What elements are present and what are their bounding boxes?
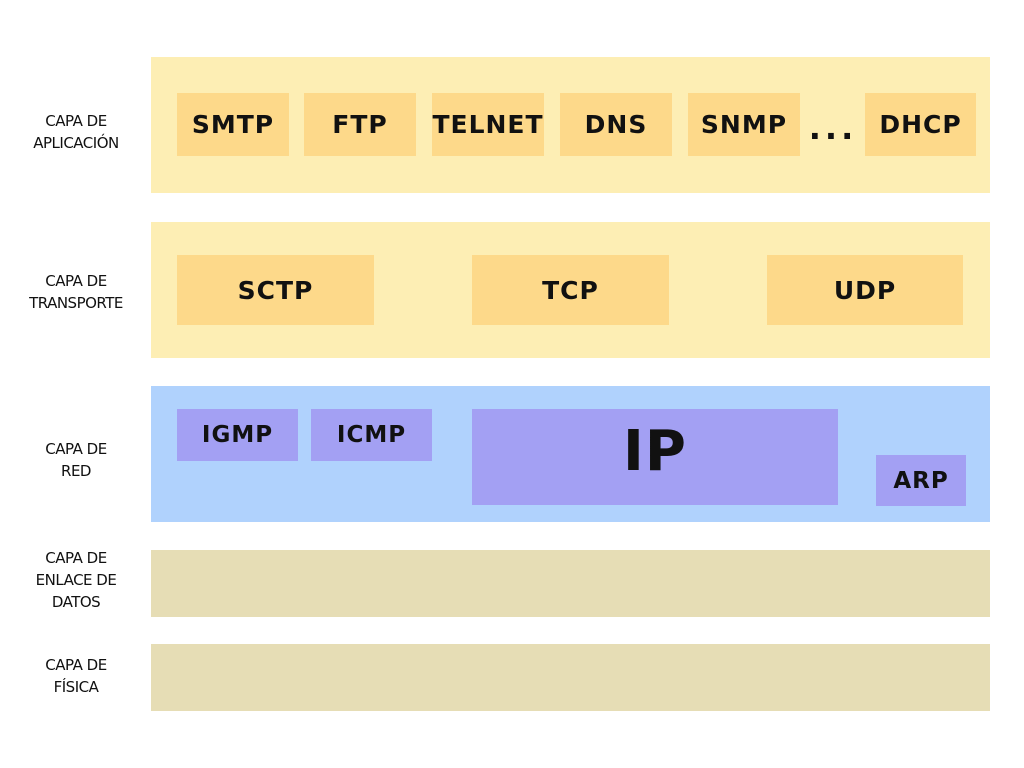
- datalink-layer-band: [151, 550, 990, 617]
- network-label-line-1: CAPA DE: [45, 440, 107, 458]
- application-layer-label: CAPA DE APLICACIÓN: [20, 110, 132, 154]
- application-label-line-2: APLICACIÓN: [33, 134, 119, 152]
- protocol-tcp: TCP: [472, 255, 669, 325]
- physical-label-line-2: FÍSICA: [53, 678, 99, 696]
- application-label-line-1: CAPA DE: [45, 112, 107, 130]
- network-layer-label: CAPA DE RED: [20, 438, 132, 482]
- protocol-igmp: IGMP: [177, 409, 298, 461]
- protocol-dhcp: DHCP: [865, 93, 976, 156]
- protocol-ftp: FTP: [304, 93, 416, 156]
- physical-label-line-1: CAPA DE: [45, 656, 107, 674]
- network-label-line-2: RED: [61, 462, 91, 480]
- datalink-label-line-1: CAPA DE: [45, 549, 107, 567]
- protocol-telnet: TELNET: [432, 93, 544, 156]
- protocol-ip: IP: [472, 409, 838, 505]
- network-layer-band: IGMP ICMP IP ARP: [151, 386, 990, 522]
- protocol-udp: UDP: [767, 255, 963, 325]
- physical-layer-label: CAPA DE FÍSICA: [20, 654, 132, 698]
- datalink-layer-label: CAPA DE ENLACE DE DATOS: [20, 547, 132, 613]
- protocol-arp: ARP: [876, 455, 966, 506]
- protocol-icmp: ICMP: [311, 409, 432, 461]
- datalink-label-line-2: ENLACE DE: [35, 571, 117, 589]
- transport-layer-band: SCTP TCP UDP: [151, 222, 990, 358]
- physical-layer-band: [151, 644, 990, 711]
- transport-label-line-2: TRANSPORTE: [29, 294, 123, 312]
- protocol-dns: DNS: [560, 93, 672, 156]
- application-layer-band: SMTP FTP TELNET DNS SNMP ... DHCP: [151, 57, 990, 193]
- protocol-snmp: SNMP: [688, 93, 800, 156]
- transport-layer-label: CAPA DE TRANSPORTE: [20, 270, 132, 314]
- protocol-smtp: SMTP: [177, 93, 289, 156]
- protocol-sctp: SCTP: [177, 255, 374, 325]
- datalink-label-line-3: DATOS: [51, 593, 101, 611]
- more-protocols-ellipsis: ...: [808, 109, 858, 147]
- transport-label-line-1: CAPA DE: [45, 272, 107, 290]
